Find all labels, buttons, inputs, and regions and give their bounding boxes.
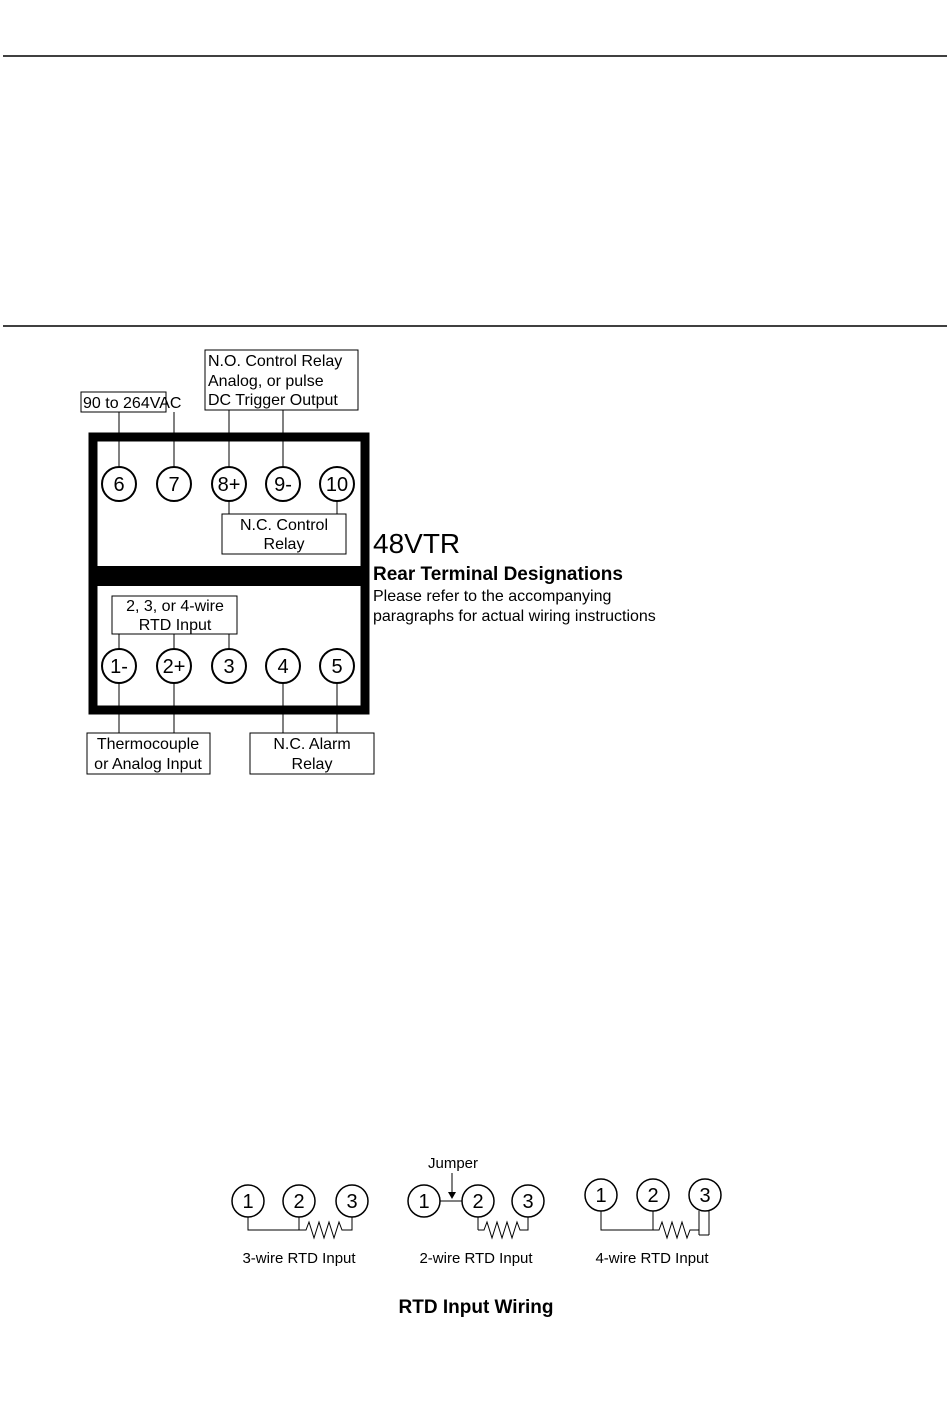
rtd-4-wire: 1 2 3 4-wire RTD Input xyxy=(584,1178,722,1267)
rtd-4-wire-terminal-2 xyxy=(636,1178,670,1212)
svg-text:1: 1 xyxy=(242,1191,253,1213)
rtd-2-wire: Jumper 1 2 3 2-wire RTD Input xyxy=(407,1155,545,1267)
rtd-4-wire-terminal-1 xyxy=(584,1178,618,1212)
svg-text:1-: 1- xyxy=(110,656,128,678)
nc-alarm-label-line-2: Relay xyxy=(292,756,333,773)
svg-text:3: 3 xyxy=(346,1191,357,1213)
rtd-wiring: 1 2 3 3-wire RTD Input Jumper 1 2 3 2-wi… xyxy=(231,1155,722,1318)
svg-text:3: 3 xyxy=(699,1185,710,1207)
rear-panel: 90 to 264VAC N.O. Control Relay Analog, … xyxy=(80,349,375,775)
terminal-5: 5 xyxy=(319,648,355,684)
terminal-7: 7 xyxy=(156,466,192,502)
rtd-3-wire-caption: 3-wire RTD Input xyxy=(242,1250,356,1267)
rtd-3-wire-terminal-3 xyxy=(335,1184,369,1218)
terminal-4: 4 xyxy=(265,648,301,684)
panel-divider xyxy=(93,566,365,586)
svg-text:8+: 8+ xyxy=(218,474,241,496)
svg-text:2: 2 xyxy=(647,1185,658,1207)
rtd-3-wire-terminal-1 xyxy=(231,1184,265,1218)
svg-text:5: 5 xyxy=(331,656,342,678)
panel-note-line-2: paragraphs for actual wiring instruction… xyxy=(373,608,656,625)
rtd-4-wire-caption: 4-wire RTD Input xyxy=(595,1250,709,1267)
panel-note-line-1: Please refer to the accompanying xyxy=(373,588,611,605)
svg-text:7: 7 xyxy=(168,474,179,496)
svg-text:4: 4 xyxy=(277,656,288,678)
power-label: 90 to 264VAC xyxy=(83,395,181,412)
nc-control-label-line-2: Relay xyxy=(264,536,305,553)
terminal-8: 8+ xyxy=(211,466,247,502)
svg-text:3: 3 xyxy=(522,1191,533,1213)
rtd-2-wire-terminal-3 xyxy=(511,1184,545,1218)
rtd-2-wire-terminal-1 xyxy=(407,1184,441,1218)
svg-text:3: 3 xyxy=(223,656,234,678)
nc-control-label-box xyxy=(221,513,347,555)
no-relay-label-line-2: Analog, or pulse xyxy=(208,373,324,390)
terminal-6: 6 xyxy=(101,466,137,502)
terminal-2: 2+ xyxy=(156,648,192,684)
terminal-1: 1- xyxy=(101,648,137,684)
terminal-9: 9- xyxy=(265,466,301,502)
rtd-2-wire-terminal-2 xyxy=(461,1184,495,1218)
svg-text:2: 2 xyxy=(472,1191,483,1213)
svg-text:1: 1 xyxy=(595,1185,606,1207)
nc-control-label-line-1: N.C. Control xyxy=(240,517,328,534)
terminal-10: 10 xyxy=(319,466,355,502)
svg-text:9-: 9- xyxy=(274,474,292,496)
rtd-4-wire-terminal-3 xyxy=(688,1178,722,1212)
model-name: 48VTR xyxy=(373,528,460,559)
no-relay-label-box xyxy=(204,349,359,411)
no-relay-label-line-3: DC Trigger Output xyxy=(208,392,338,409)
nc-alarm-label-line-1: N.C. Alarm xyxy=(273,736,350,753)
rtd-input-label-box xyxy=(111,595,238,635)
rtd-input-label-line-2: RTD Input xyxy=(139,617,212,634)
rtd-2-wire-caption: 2-wire RTD Input xyxy=(419,1250,533,1267)
thermocouple-label-line-1: Thermocouple xyxy=(97,736,199,753)
svg-text:1: 1 xyxy=(418,1191,429,1213)
rtd-input-label-line-1: 2, 3, or 4-wire xyxy=(126,598,224,615)
svg-text:2: 2 xyxy=(293,1191,304,1213)
jumper-label: Jumper xyxy=(428,1155,478,1172)
rtd-wiring-title: RTD Input Wiring xyxy=(399,1297,554,1318)
panel-heading: Rear Terminal Designations xyxy=(373,564,623,585)
rtd-3-wire: 1 2 3 3-wire RTD Input xyxy=(231,1184,369,1267)
thermocouple-label-line-2: or Analog Input xyxy=(94,756,202,773)
power-label-box xyxy=(80,391,167,413)
nc-alarm-label-box xyxy=(249,732,375,775)
svg-text:6: 6 xyxy=(113,474,124,496)
svg-text:2+: 2+ xyxy=(163,656,186,678)
svg-text:10: 10 xyxy=(326,474,348,496)
no-relay-label-line-1: N.O. Control Relay xyxy=(208,353,342,370)
terminal-3: 3 xyxy=(211,648,247,684)
rtd-3-wire-terminal-2 xyxy=(282,1184,316,1218)
thermocouple-label-box xyxy=(86,732,211,775)
